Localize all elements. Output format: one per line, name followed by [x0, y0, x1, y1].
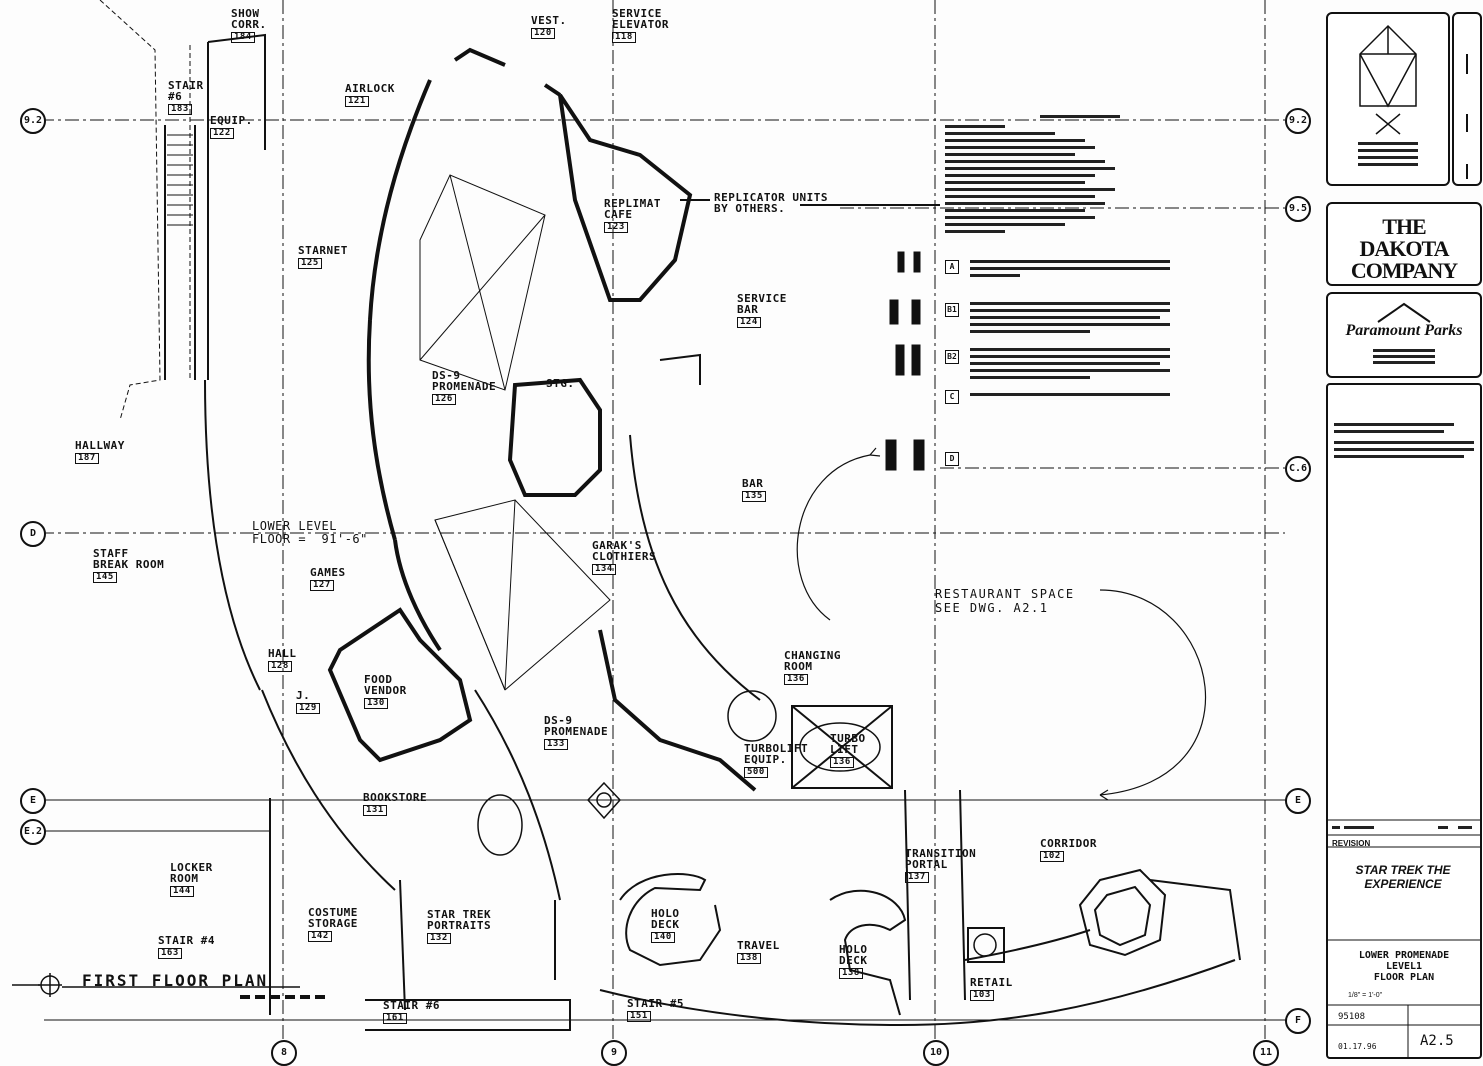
owner-name: Paramount Parks — [1345, 322, 1463, 339]
client-logo-box: THE DAKOTA COMPANY — [1326, 202, 1482, 286]
paramount-mountain-icon — [1373, 302, 1435, 364]
grid-bubble-11: 11 — [1253, 1040, 1279, 1066]
room-label-equip: EQUIP.122 — [210, 114, 253, 139]
legend-key-a: A — [945, 260, 959, 274]
grid-bubble-e-right: E — [1285, 788, 1311, 814]
sheet-title: LOWER PROMENADE LEVEL1 FLOOR PLAN — [1358, 950, 1450, 983]
sheet-number: A2.5 — [1420, 1033, 1454, 1049]
sheet-notes-fine-print — [1328, 423, 1480, 1057]
replicator-note: REPLICATOR UNITS BY OTHERS. — [714, 191, 828, 215]
legend-key-b2: B2 — [945, 350, 959, 364]
legend-key-b1: B1 — [945, 303, 959, 317]
legend-fine-print — [945, 115, 1170, 396]
revision-label: REVISION — [1332, 839, 1371, 848]
restaurant-note: RESTAURANT SPACE SEE DWG. A2.1 — [935, 587, 1075, 615]
plan-title: FIRST FLOOR PLAN — [82, 971, 269, 990]
drawing-date: 01.17.96 — [1338, 1042, 1377, 1051]
title-block-logo — [1326, 12, 1450, 186]
grid-bubble-9-5: 9.5 — [1285, 196, 1311, 222]
grid-bubble-c-6: C.6 — [1285, 456, 1311, 482]
grid-bubble-e-2: E.2 — [20, 819, 46, 845]
lower-level-note: LOWER LEVEL FLOOR = 91'-6" — [252, 519, 368, 546]
grid-bubble-9-2-right: 9.2 — [1285, 108, 1311, 134]
grid-bubble-e-left: E — [20, 788, 46, 814]
room-label-stg: STG. — [546, 377, 575, 390]
sheet-info-column: REVISION STAR TREK THE EXPERIENCE LOWER … — [1326, 383, 1482, 1059]
architect-logo-icon — [1358, 24, 1418, 166]
owner-logo-box: Paramount Parks — [1326, 292, 1482, 378]
grid-bubble-10: 10 — [923, 1040, 949, 1066]
project-logo: STAR TREK THE EXPERIENCE — [1355, 863, 1451, 891]
legend-key-c: C — [945, 390, 959, 404]
room-label-j: J.129 — [296, 690, 320, 714]
room-label-show-corr: SHOW CORR.184 — [231, 7, 267, 43]
client-name: THE DAKOTA COMPANY — [1350, 214, 1458, 283]
grid-bubble-f: F — [1285, 1008, 1311, 1034]
project-number: 95108 — [1338, 1012, 1366, 1022]
scale-value: 1/8" = 1'-0" — [1348, 992, 1383, 999]
floor-plan-linework — [12, 0, 1288, 1040]
room-label-vest: VEST.120 — [531, 14, 567, 39]
legend-key-d: D — [945, 452, 959, 466]
grid-bubble-9-2-left: 9.2 — [20, 108, 46, 134]
grid-bubble-8: 8 — [271, 1040, 297, 1066]
title-block-tab — [1452, 12, 1482, 186]
room-label-turbolift-equip: TURBOLIFT EQUIP.500 — [744, 742, 809, 778]
grid-bubble-d: D — [20, 521, 46, 547]
grid-bubble-9: 9 — [601, 1040, 627, 1066]
